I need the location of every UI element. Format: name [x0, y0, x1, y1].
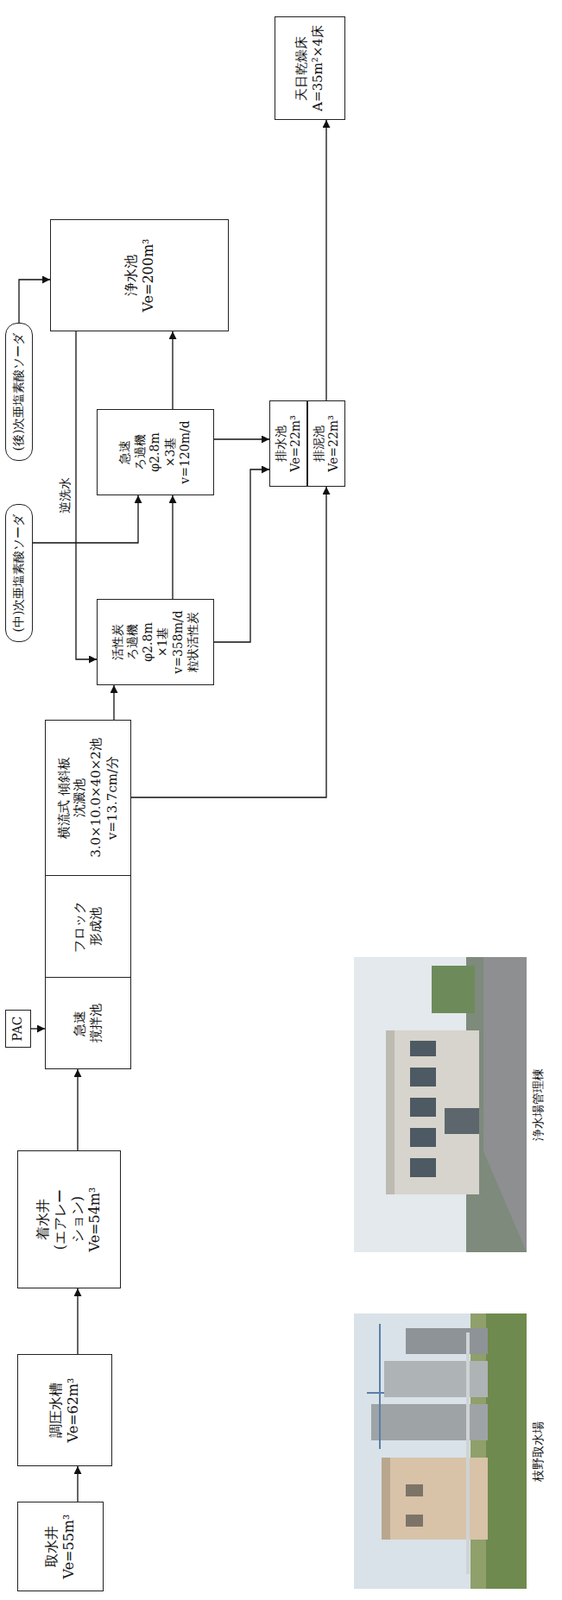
clear-water-tank-box: 浄水池Ve=200m³	[50, 219, 229, 332]
flow-arrow	[76, 1069, 78, 1151]
flow-arrow	[214, 469, 270, 643]
box-title: 排泥池	[311, 425, 328, 462]
intake-well-box: 取水井Ve=55m³	[17, 1502, 104, 1592]
drying-bed-box: 天日乾燥床A=35m²×4床	[274, 16, 346, 120]
flow-arrow	[76, 1288, 78, 1355]
box-detail: (エアレーション)	[51, 1185, 87, 1255]
text-stack: 取水井Ve=55m³	[43, 1515, 78, 1580]
drain-tank-box: 排水池Ve=22m³	[269, 400, 308, 487]
box-title: 急速 撹拌池	[71, 1003, 105, 1045]
box-title: 急速 ろ過機	[117, 433, 148, 473]
flow-arrow	[75, 331, 97, 660]
box-detail: Ve=22m³	[326, 415, 342, 473]
box-detail: Ve=200m³	[139, 238, 158, 312]
text-stack: (後)次亜塩素酸ソーダ	[11, 333, 27, 452]
text-stack: 活性炭 ろ過機φ2.8m ×1基v=358m/d粒状活性炭	[110, 610, 202, 674]
flow-arrow	[171, 495, 173, 600]
box-detail: 3.0×10.0×40×2池	[88, 738, 105, 859]
sedimentation-basin-box: 横流式 傾斜板沈澱池3.0×10.0×40×2池v=13.7cm/分	[44, 719, 132, 877]
box-title: 浄水池	[122, 254, 140, 297]
edge-label: 逆洗水	[57, 475, 73, 516]
photo-caption: 枝野取水場	[530, 1420, 546, 1484]
text-stack: 排水池Ve=22m³	[273, 415, 304, 473]
intake-station-photo	[353, 1313, 527, 1590]
carbon-filter-box: 活性炭 ろ過機φ2.8m ×1基v=358m/d粒状活性炭	[96, 599, 215, 686]
box-title: (中)次亜塩素酸ソーダ	[11, 514, 27, 633]
box-detail: 粒状活性炭	[185, 612, 202, 673]
text-stack: 急速 ろ過機φ2.8m ×3基v=120m/d	[117, 420, 194, 484]
box-detail: v=358m/d	[170, 610, 187, 674]
box-detail: φ2.8m ×1基	[140, 620, 171, 664]
box-title: PAC	[10, 1016, 26, 1042]
text-stack: PAC	[10, 1016, 26, 1042]
flow-arrow	[171, 331, 173, 410]
flocculation-basin-box: フロック 形成池	[44, 875, 132, 979]
box-detail: v=13.7cm/分	[104, 756, 121, 840]
text-stack: 急速 撹拌池	[71, 1003, 105, 1045]
box-detail: Ve=55m³	[60, 1515, 78, 1580]
rapid-filter-box: 急速 ろ過機φ2.8m ×3基v=120m/d	[96, 409, 215, 496]
box-detail: v=120m/d	[177, 420, 194, 484]
flow-arrow	[18, 279, 51, 323]
box-detail: φ2.8m ×3基	[147, 430, 178, 474]
box-title: フロック 形成池	[71, 898, 105, 955]
text-stack: 横流式 傾斜板沈澱池3.0×10.0×40×2池v=13.7cm/分	[56, 738, 121, 859]
management-building-photo	[353, 957, 527, 1253]
text-stack: 着水井(エアレーション)Ve=54m³	[34, 1185, 104, 1255]
text-stack: 天日乾燥床A=35m²×4床	[293, 25, 327, 112]
flow-arrow	[131, 486, 327, 798]
flow-arrow	[32, 495, 139, 544]
photo-caption: 浄水場管理棟	[530, 1067, 546, 1143]
box-title: 排水池	[273, 425, 290, 462]
receiving-well-box: 着水井(エアレーション)Ve=54m³	[17, 1150, 121, 1289]
box-title: 横流式 傾斜板沈澱池	[56, 756, 89, 841]
box-detail: Ve=22m³	[288, 415, 304, 473]
text-stack: 浄水池Ve=200m³	[122, 238, 158, 312]
text-stack: 調圧水槽Ve=62m³	[47, 1378, 83, 1444]
text-stack: (中)次亜塩素酸ソーダ	[11, 514, 27, 633]
flow-arrow	[214, 438, 270, 440]
flow-arrow	[325, 119, 327, 401]
sludge-tank-box: 排泥池Ve=22m³	[307, 400, 346, 487]
text-stack: フロック 形成池	[71, 898, 105, 955]
box-detail: Ve=62m³	[64, 1378, 83, 1444]
chemical-box: PAC	[5, 1010, 32, 1049]
box-title: (後)次亜塩素酸ソーダ	[11, 333, 27, 452]
mixing-basin-box: 急速 撹拌池	[44, 977, 132, 1070]
chemical-box: (後)次亜塩素酸ソーダ	[5, 322, 33, 461]
box-title: 着水井	[34, 1199, 52, 1241]
box-title: 天日乾燥床	[293, 36, 310, 102]
flow-arrow	[113, 685, 114, 720]
box-title: 活性炭 ろ過機	[110, 623, 141, 663]
box-detail: Ve=54m³	[86, 1187, 104, 1253]
chemical-box: (中)次亜塩素酸ソーダ	[5, 504, 33, 643]
box-detail: A=35m²×4床	[309, 25, 327, 112]
box-title: 調圧水槽	[47, 1382, 65, 1439]
flow-arrow	[31, 1028, 45, 1030]
surge-tank-box: 調圧水槽Ve=62m³	[17, 1354, 113, 1467]
flow-arrow	[76, 1466, 78, 1503]
box-title: 取水井	[43, 1526, 61, 1568]
text-stack: 排泥池Ve=22m³	[311, 415, 342, 473]
